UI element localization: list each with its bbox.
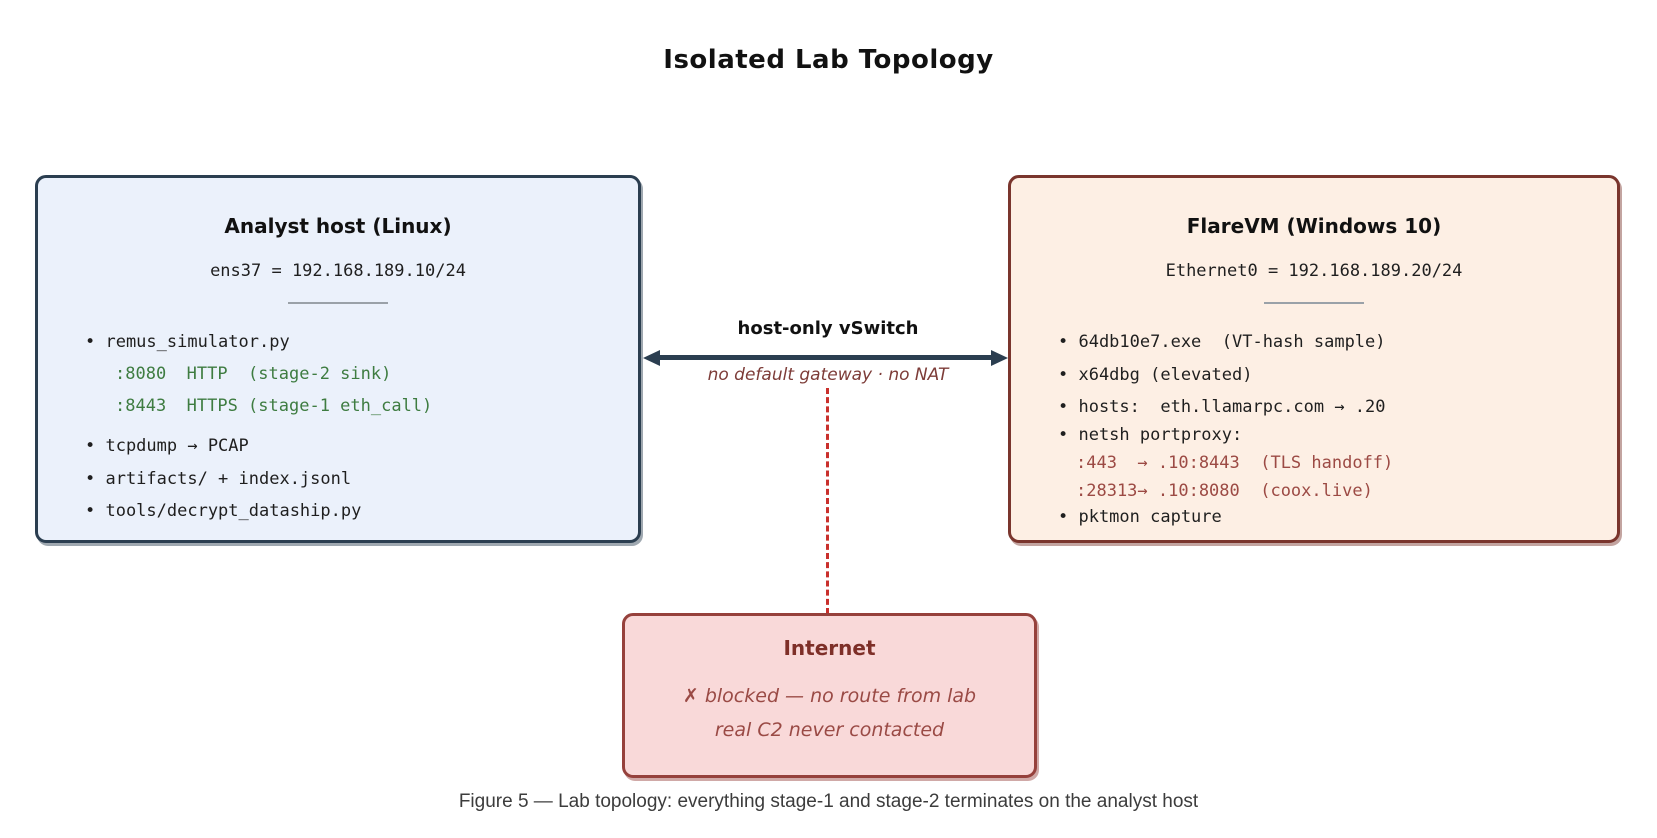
flarevm-interface-label: Ethernet0 = 192.168.189.20/24	[1165, 261, 1463, 281]
x-mark-icon: ✗	[682, 685, 699, 707]
flarevm-line-proxy-443: :443 → .10:8443 (TLS handoff)	[1076, 453, 1394, 473]
analyst-line-port-8080: :8080 HTTP (stage-2 sink)	[115, 364, 392, 384]
flarevm-line-x64dbg: • x64dbg (elevated)	[1058, 365, 1253, 385]
figure-caption: Figure 5 — Lab topology: everything stag…	[458, 791, 1199, 812]
analyst-line-simulator: • remus_simulator.py	[85, 332, 290, 352]
internet-box: Internet ✗ blocked — no route from lab r…	[622, 613, 1037, 778]
analyst-host-box: Analyst host (Linux) ens37 = 192.168.189…	[35, 175, 641, 543]
flarevm-line-pktmon: • pktmon capture	[1058, 507, 1222, 527]
flarevm-box-title: FlareVM (Windows 10)	[1186, 214, 1442, 238]
vswitch-link-arrow	[643, 350, 1008, 366]
blocked-route-connector	[826, 388, 829, 614]
flarevm-divider	[1264, 302, 1364, 304]
analyst-divider	[288, 302, 388, 304]
analyst-line-port-8443: :8443 HTTPS (stage-1 eth_call)	[115, 396, 433, 416]
diagram-title: Isolated Lab Topology	[663, 45, 994, 75]
internet-blocked-text: blocked — no route from lab	[698, 685, 977, 707]
analyst-line-tools: • tools/decrypt_dataship.py	[85, 501, 362, 521]
arrowhead-right-icon	[991, 350, 1008, 366]
internet-c2-line: real C2 never contacted	[714, 719, 945, 741]
arrow-shaft	[656, 355, 995, 360]
flarevm-line-proxy-28313: :28313→ .10:8080 (coox.live)	[1076, 481, 1373, 501]
arrowhead-left-icon	[643, 350, 660, 366]
flarevm-box: FlareVM (Windows 10) Ethernet0 = 192.168…	[1008, 175, 1620, 543]
internet-blocked-line: ✗ blocked — no route from lab	[625, 683, 1034, 710]
analyst-interface-label: ens37 = 192.168.189.10/24	[210, 261, 466, 281]
vswitch-label: host-only vSwitch	[737, 318, 919, 339]
flarevm-line-portproxy: • netsh portproxy:	[1058, 425, 1243, 445]
flarevm-line-sample: • 64db10e7.exe (VT-hash sample)	[1058, 332, 1386, 352]
flarevm-line-hosts: • hosts: eth.llamarpc.com → .20	[1058, 397, 1386, 417]
analyst-line-tcpdump: • tcpdump → PCAP	[85, 436, 249, 456]
analyst-line-artifacts: • artifacts/ + index.jsonl	[85, 469, 352, 489]
internet-box-title: Internet	[783, 636, 876, 660]
analyst-box-title: Analyst host (Linux)	[224, 214, 452, 238]
vswitch-sublabel: no default gateway · no NAT	[707, 365, 949, 385]
